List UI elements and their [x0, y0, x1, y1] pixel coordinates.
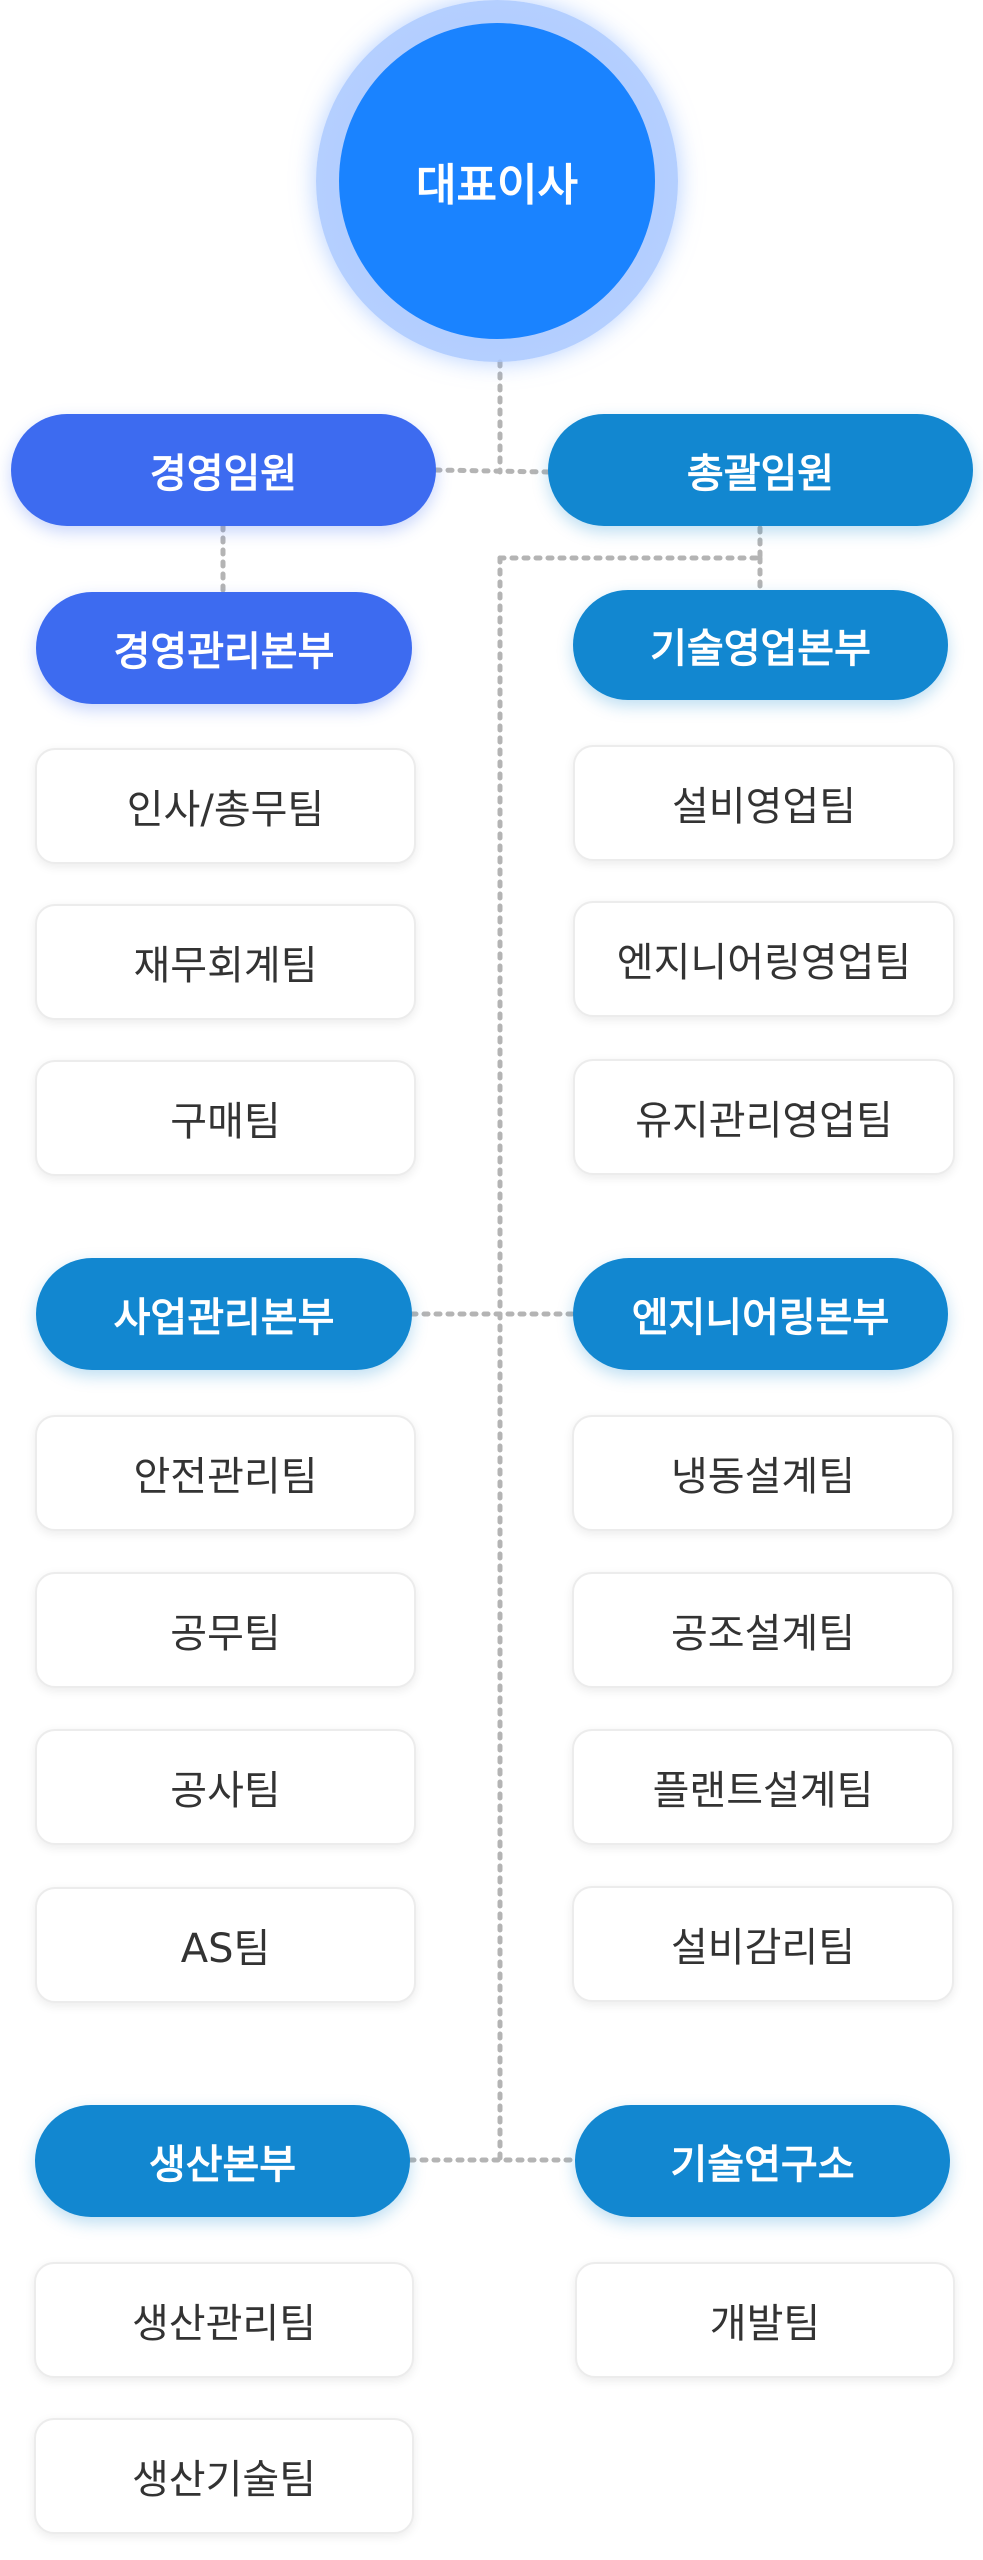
- management-hq-node: 경영관리본부: [36, 592, 412, 704]
- team-development: 개발팀: [575, 2262, 955, 2378]
- team-hr-general-affairs: 인사/총무팀: [35, 748, 416, 864]
- team-hvac-design: 공조설계팀: [572, 1572, 954, 1688]
- team-refrigeration-design: 냉동설계팀: [572, 1415, 954, 1531]
- engineering-hq-node: 엔지니어링본부: [573, 1258, 948, 1370]
- team-plant-design: 플랜트설계팀: [572, 1729, 954, 1845]
- ceo-node: 대표이사: [339, 23, 655, 339]
- team-construction: 공사팀: [35, 1729, 416, 1845]
- team-production-management: 생산관리팀: [34, 2262, 414, 2378]
- team-equipment-sales: 설비영업팀: [573, 745, 955, 861]
- production-hq-node: 생산본부: [35, 2105, 410, 2217]
- connector-exec-link: [433, 467, 551, 475]
- team-finance-accounting: 재무회계팀: [35, 904, 416, 1020]
- team-maintenance-sales: 유지관리영업팀: [573, 1059, 955, 1175]
- general-executive-node: 총괄임원: [548, 414, 973, 526]
- team-construction-affairs: 공무팀: [35, 1572, 416, 1688]
- team-after-service: AS팀: [35, 1887, 416, 2003]
- team-equipment-supervision: 설비감리팀: [572, 1886, 954, 2002]
- team-production-technology: 생산기술팀: [34, 2418, 414, 2534]
- management-executive-node: 경영임원: [11, 414, 436, 526]
- business-hq-node: 사업관리본부: [36, 1258, 412, 1370]
- tech-sales-hq-node: 기술영업본부: [573, 590, 948, 700]
- team-purchasing: 구매팀: [35, 1060, 416, 1176]
- team-engineering-sales: 엔지니어링영업팀: [573, 901, 955, 1017]
- team-safety-management: 안전관리팀: [35, 1415, 416, 1531]
- research-lab-node: 기술연구소: [575, 2105, 950, 2217]
